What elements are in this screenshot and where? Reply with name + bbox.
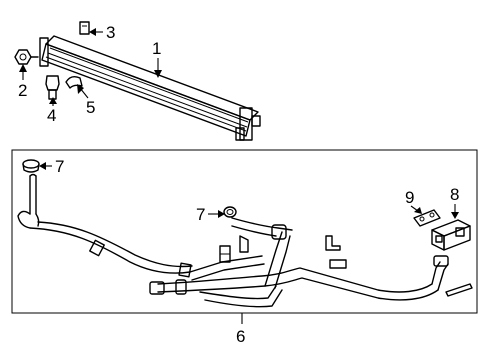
- clip-part-3: [79, 21, 90, 35]
- cooler-lines-frame: [11, 149, 478, 314]
- callout-4: 4: [47, 106, 56, 125]
- callout-9: 9: [405, 188, 414, 207]
- plate-part-9: [413, 209, 441, 227]
- line-bracket-right: [325, 235, 347, 269]
- callout-7-left: 7: [55, 157, 64, 176]
- callout-6: 6: [236, 327, 245, 346]
- callout-2: 2: [18, 81, 27, 100]
- clamp-part-5: [65, 75, 83, 89]
- grommet-part-7-left: [22, 159, 40, 173]
- callout-7-middle: 7: [196, 205, 205, 224]
- cooler-lines-part-6: [17, 173, 473, 308]
- bolt-part-2: [14, 49, 39, 65]
- fitting-part-4: [45, 75, 60, 100]
- grommet-part-7-middle: [223, 206, 237, 218]
- callout-8: 8: [450, 185, 459, 204]
- oil-cooler-part-1: [39, 35, 261, 141]
- callout-3: 3: [106, 23, 115, 42]
- callout-1: 1: [152, 39, 161, 58]
- callout-5: 5: [86, 98, 95, 117]
- block-fitting-part-8: [431, 219, 471, 251]
- line-bracket-left: [219, 235, 249, 263]
